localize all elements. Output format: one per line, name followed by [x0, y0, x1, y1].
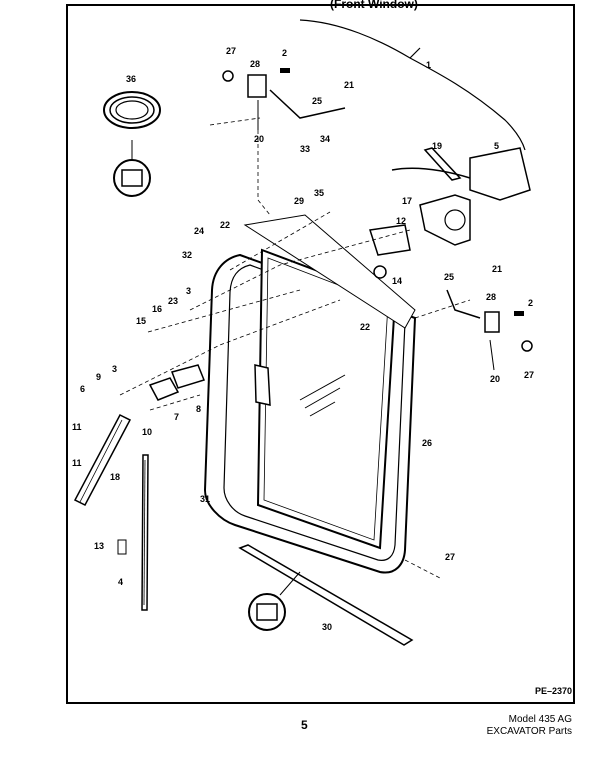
callout-9: 9 [96, 372, 101, 382]
callout-15: 15 [136, 316, 146, 326]
callout-30: 30 [322, 622, 332, 632]
footer-parts: EXCAVATOR Parts [486, 726, 572, 737]
callout-35: 35 [314, 188, 324, 198]
callout-20: 20 [254, 134, 264, 144]
wiper-motor [369, 194, 471, 279]
page-number: 5 [301, 718, 308, 732]
callout-20: 20 [490, 374, 500, 384]
callout-22: 22 [220, 220, 230, 230]
wiper-blade [117, 454, 149, 611]
callout-3: 3 [112, 364, 117, 374]
callout-13: 13 [94, 541, 104, 551]
callout-11: 11 [72, 422, 82, 432]
callout-31: 31 [200, 494, 210, 504]
callout-34: 34 [320, 134, 330, 144]
callout-14: 14 [392, 276, 402, 286]
kit-symbol-icon [113, 140, 151, 197]
figure-reference: PE–2370 [534, 686, 572, 696]
callout-27: 27 [524, 370, 534, 380]
callout-32: 32 [182, 250, 192, 260]
callout-22: 22 [360, 322, 370, 332]
washer-hose-coil [103, 91, 161, 129]
footer: Model 435 AG EXCAVATOR Parts [487, 714, 572, 738]
callout-8: 8 [196, 404, 201, 414]
callout-7: 7 [174, 412, 179, 422]
callout-6: 6 [80, 384, 85, 394]
callout-25: 25 [312, 96, 322, 106]
callout-17: 17 [402, 196, 412, 206]
callout-27: 27 [226, 46, 236, 56]
callout-25: 25 [444, 272, 454, 282]
callout-11: 11 [72, 458, 82, 468]
hinge-right [446, 289, 533, 371]
callout-21: 21 [344, 80, 354, 90]
callout-4: 4 [118, 577, 123, 587]
motor-cover [469, 147, 531, 201]
callout-36: 36 [126, 74, 136, 84]
callout-10: 10 [142, 427, 152, 437]
hinge-top [222, 68, 346, 130]
latch-bracket [171, 364, 205, 389]
window-frame-assembly [203, 214, 417, 574]
callout-27: 27 [445, 552, 455, 562]
callout-2: 2 [528, 298, 533, 308]
callout-28: 28 [250, 59, 260, 69]
callout-23: 23 [168, 296, 178, 306]
callout-5: 5 [494, 141, 499, 151]
kit-symbol-icon [248, 571, 301, 631]
latch-plate [148, 377, 180, 401]
callout-19: 19 [432, 141, 442, 151]
callout-18: 18 [110, 472, 120, 482]
callout-12: 12 [396, 216, 406, 226]
callout-16: 16 [152, 304, 162, 314]
callout-21: 21 [492, 264, 502, 274]
trim-strip [423, 147, 462, 181]
callout-3: 3 [186, 286, 191, 296]
section-title: (Front Window) [330, 0, 418, 11]
callout-24: 24 [194, 226, 204, 236]
callout-1: 1 [426, 60, 431, 70]
callout-29: 29 [294, 196, 304, 206]
callout-28: 28 [486, 292, 496, 302]
callout-26: 26 [422, 438, 432, 448]
callout-2: 2 [282, 48, 287, 58]
callout-33: 33 [300, 144, 310, 154]
wiper-arm [73, 414, 132, 506]
footer-model: Model 435 AG [508, 714, 572, 725]
seal-strip [238, 544, 414, 646]
